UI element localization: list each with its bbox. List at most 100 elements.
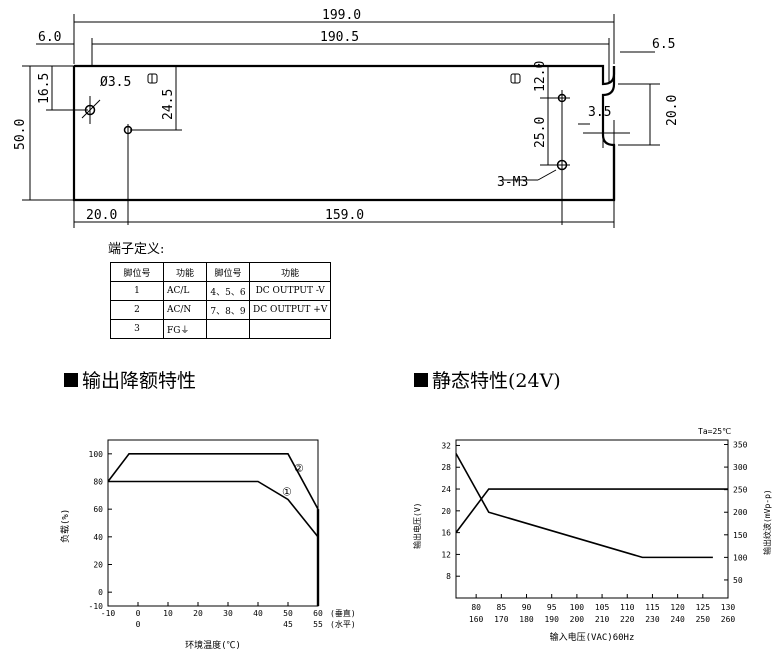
- x-tick-label-row2: 190: [544, 615, 559, 624]
- x-tick-label: 115: [645, 603, 660, 612]
- static-series-line: [455, 488, 728, 534]
- x-row-label: (水平): [330, 619, 356, 629]
- y-left-tick-label: 20: [441, 507, 451, 516]
- x-tick-label: 30: [223, 609, 233, 618]
- x-tick-label: 60: [313, 609, 323, 618]
- derating-series-line: [107, 453, 319, 510]
- x-tick-label-row2: 240: [670, 615, 685, 624]
- y-left-tick-label: 24: [441, 485, 451, 494]
- dim-slot-height: 20.0: [665, 95, 680, 126]
- pin-cell: FG⏚: [163, 319, 207, 339]
- y-right-tick-label: 300: [733, 463, 748, 472]
- y-right-tick-label: 200: [733, 508, 748, 517]
- x-tick-label-row2: 250: [696, 615, 711, 624]
- pin-cell: [206, 319, 250, 339]
- x-axis-label: 输入电压(VAC)60Hz: [550, 631, 635, 643]
- x-tick-label: 125: [696, 603, 711, 612]
- pin-table-title: 端子定义:: [108, 242, 165, 257]
- dim-bottom-span: 159.0: [325, 208, 364, 223]
- pin-cell: AC/N: [163, 300, 207, 320]
- derating-series-line: [108, 480, 319, 538]
- y-tick-label: 60: [93, 505, 103, 514]
- dim-right-hole-y2: 25.0: [533, 117, 548, 148]
- y-left-tick-label: 12: [441, 550, 451, 559]
- x-tick-label: 10: [163, 609, 173, 618]
- x-tick-label-row2: 180: [519, 615, 534, 624]
- y-right-tick-label: 350: [733, 441, 748, 450]
- y-left-axis-label: 输出电压(V): [412, 503, 422, 549]
- pin-cell: DC OUTPUT -V: [248, 281, 332, 301]
- dim-hole-span: 190.5: [320, 30, 359, 45]
- dim-hole-left-y2: 24.5: [161, 89, 176, 120]
- x-tick-label: 50: [283, 609, 293, 618]
- y-tick-label: 20: [93, 561, 103, 570]
- dim-overall-length: 199.0: [322, 8, 361, 23]
- pin-table: 脚位号 功能 脚位号 功能 1 AC/L 4、5、6 DC OUTPUT -V …: [110, 262, 332, 339]
- pin-cell: [248, 319, 332, 339]
- mechanical-drawing: 199.0 190.5 6.0 6.5 Ø3.5 3-M3 3.5 20.0 1…: [13, 8, 680, 228]
- static-title-text: 静态特性(24V): [432, 370, 561, 392]
- x-axis-label: 环境温度(℃): [185, 639, 241, 651]
- x-tick-label: -10: [101, 609, 116, 618]
- y-right-tick-label: 50: [733, 576, 743, 585]
- square-bullet-icon: [414, 372, 428, 387]
- y-tick-label: 100: [89, 450, 104, 459]
- x-tick-label: 0: [136, 609, 141, 618]
- y-left-tick-label: 28: [441, 463, 451, 472]
- y-right-tick-label: 150: [733, 531, 748, 540]
- plot-frame: [107, 439, 319, 607]
- series-label: ②: [294, 462, 304, 475]
- static-characteristic-chart: Ta=25℃3228242016128350300250200150100508…: [412, 427, 772, 643]
- x-tick-label: 130: [721, 603, 736, 612]
- dim-hole-left-y: 16.5: [37, 73, 52, 104]
- derating-title-text: 输出降额特性: [82, 370, 197, 392]
- dim-right-hole-y: 12.0: [533, 61, 548, 92]
- pin-cell: 4、5、6: [206, 281, 250, 301]
- x-tick-label: 20: [193, 609, 203, 618]
- plot-frame: [455, 439, 729, 599]
- y-axis-label: 负载(%): [59, 509, 71, 543]
- x-tick-label-row2: 0: [136, 620, 141, 629]
- x-tick-label-row2: 220: [620, 615, 635, 624]
- x-row-label: (垂直): [330, 608, 356, 618]
- pin-cell: 2: [110, 300, 164, 320]
- dim-screw-label: 3-M3: [497, 175, 528, 190]
- dim-hole-dia: Ø3.5: [100, 75, 131, 90]
- y-right-tick-label: 250: [733, 486, 748, 495]
- x-tick-label: 95: [547, 603, 557, 612]
- y-tick-label: -10: [89, 602, 104, 611]
- x-tick-label-row2: 160: [469, 615, 484, 624]
- dim-height: 50.0: [13, 119, 28, 150]
- x-tick-label-row2: 170: [494, 615, 509, 624]
- x-tick-label: 110: [620, 603, 635, 612]
- y-right-axis-label: 输出纹波(mVp-p): [762, 489, 772, 555]
- x-tick-label: 100: [570, 603, 585, 612]
- pin-cell: 3: [110, 319, 164, 339]
- pin-header: 功能: [163, 262, 207, 282]
- pin-cell: AC/L: [163, 281, 207, 301]
- dim-left-offset: 6.0: [38, 30, 61, 45]
- pin-cell: 7、8、9: [206, 300, 250, 320]
- series-label: ①: [282, 485, 292, 498]
- y-left-tick-label: 8: [446, 572, 451, 581]
- chart-annotation: Ta=25℃: [698, 427, 731, 436]
- y-right-tick-label: 100: [733, 553, 748, 562]
- table-row: 1 AC/L 4、5、6 DC OUTPUT -V: [110, 281, 332, 301]
- dim-right-offset: 6.5: [652, 37, 675, 52]
- static-series-line: [455, 453, 713, 559]
- dim-slot-width: 3.5: [588, 105, 611, 120]
- pin-header: 脚位号: [206, 262, 250, 282]
- x-tick-label-row2: 230: [645, 615, 660, 624]
- y-left-tick-label: 32: [441, 441, 451, 450]
- pin-header: 脚位号: [110, 262, 164, 282]
- x-tick-label-row2: 260: [721, 615, 736, 624]
- derating-title: 输出降额特性: [64, 366, 196, 393]
- x-tick-label: 85: [497, 603, 507, 612]
- dim-bottom-left: 20.0: [86, 208, 117, 223]
- y-tick-label: 80: [93, 478, 103, 487]
- x-tick-label: 80: [471, 603, 481, 612]
- pin-header: 功能: [248, 262, 332, 282]
- x-tick-label: 40: [253, 609, 263, 618]
- x-tick-label-row2: 210: [595, 615, 610, 624]
